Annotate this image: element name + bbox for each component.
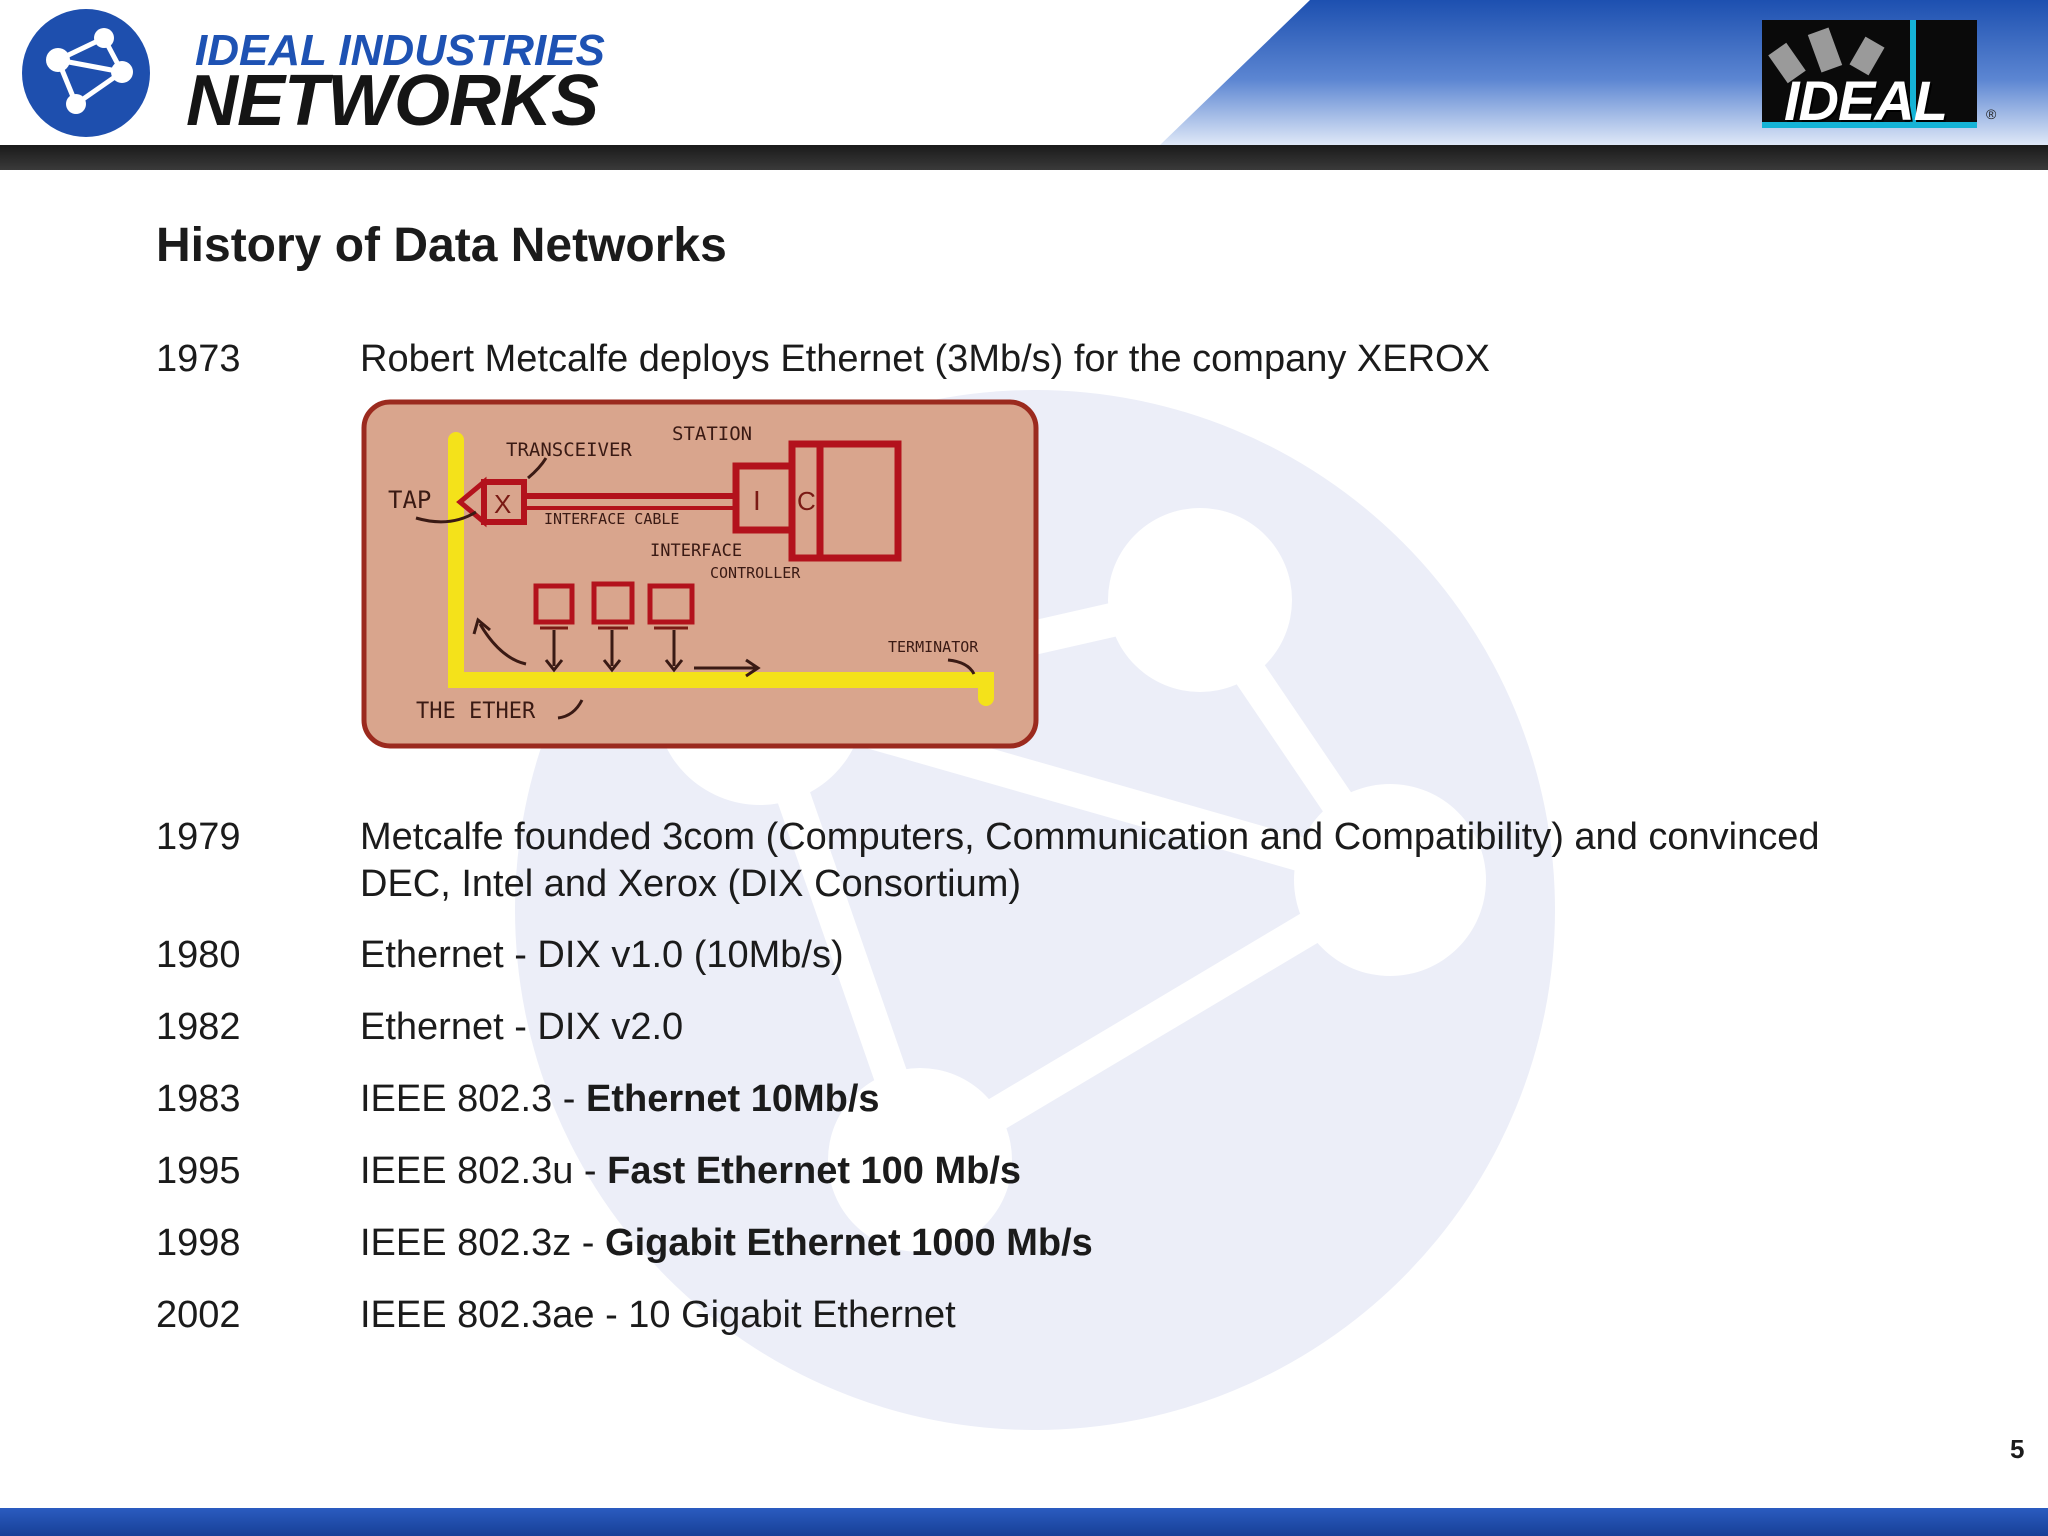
timeline-description-bold: Fast Ethernet 100 Mb/s: [607, 1150, 1022, 1192]
station-label: STATION: [672, 423, 752, 445]
ideal-badge-logo-icon: [1762, 20, 1977, 128]
timeline-year: 1983: [156, 1078, 241, 1120]
header-dark-bar: [0, 145, 2048, 170]
x-box-label: X: [494, 489, 511, 519]
terminator-label: TERMINATOR: [888, 638, 979, 656]
timeline-description: Ethernet - DIX v2.0: [360, 1004, 1960, 1051]
header: IDEAL INDUSTRIES NETWORKS IDEAL ®: [0, 0, 2048, 145]
timeline-year: 1995: [156, 1150, 241, 1192]
timeline-description: IEEE 802.3ae - 10 Gigabit Ethernet: [360, 1292, 1960, 1339]
transceiver-label: TRANSCEIVER: [506, 439, 632, 461]
i-box-label: I: [753, 485, 761, 516]
small-station-1: [533, 583, 575, 625]
brand-line-networks: NETWORKS: [186, 61, 599, 141]
ideal-networks-logo-icon: [22, 9, 150, 137]
small-station-3: [647, 583, 695, 625]
ether-cable: [448, 432, 994, 706]
footer-blue-bar: [0, 1508, 2048, 1536]
timeline-year: 1998: [156, 1222, 241, 1264]
timeline-description-text: Robert Metcalfe deploys Ethernet (3Mb/s)…: [360, 338, 1490, 380]
interface-cable-label: INTERFACE CABLE: [544, 510, 679, 528]
brand-line-ideal-industries: IDEAL INDUSTRIES: [195, 26, 605, 75]
the-ether-label: THE ETHER: [416, 699, 536, 724]
c-box-label: C: [797, 486, 816, 516]
timeline-description: Ethernet - DIX v1.0 (10Mb/s): [360, 932, 1960, 979]
timeline-description-text: IEEE 802.3ae - 10 Gigabit Ethernet: [360, 1294, 956, 1336]
timeline-description-text: IEEE 802.3 -: [360, 1078, 587, 1120]
timeline-description-bold: Ethernet 10Mb/s: [586, 1078, 880, 1120]
timeline-description: IEEE 802.3u - Fast Ethernet 100 Mb/s: [360, 1148, 1960, 1195]
timeline-description-text: Ethernet - DIX v1.0 (10Mb/s): [360, 934, 844, 976]
timeline-description-line2: DEC, Intel and Xerox (DIX Consortium): [360, 863, 1022, 905]
tap-label: TAP: [388, 486, 431, 514]
registered-mark: ®: [1986, 106, 1997, 122]
timeline-description: IEEE 802.3 - Ethernet 10Mb/s: [360, 1076, 1960, 1123]
page-title: History of Data Networks: [156, 219, 727, 272]
timeline-year: 1980: [156, 934, 241, 976]
interface-controller-label-2: CONTROLLER: [710, 564, 801, 582]
station-box: [816, 440, 902, 562]
timeline-description-text: IEEE 802.3z -: [360, 1222, 606, 1264]
timeline-year: 1982: [156, 1006, 241, 1048]
interface-controller-label-1: INTERFACE: [650, 541, 742, 561]
timeline-description: Robert Metcalfe deploys Ethernet (3Mb/s)…: [360, 336, 1960, 383]
ethernet-sketch-diagram: X I C TAP TRANSCEIVER STATION: [361, 399, 1039, 749]
ideal-badge-text: IDEAL: [1784, 69, 1948, 132]
diagram-paper: [361, 399, 1039, 749]
page-number: 5: [2010, 1434, 2025, 1464]
timeline-description-text: IEEE 802.3u -: [360, 1150, 608, 1192]
small-station-2: [591, 581, 635, 625]
timeline-description-text: Ethernet - DIX v2.0: [360, 1006, 684, 1048]
transceiver-box: [481, 479, 527, 525]
timeline-year: 1973: [156, 338, 241, 380]
timeline-description: IEEE 802.3z - Gigabit Ethernet 1000 Mb/s: [360, 1220, 1960, 1267]
timeline-description-text: Metcalfe founded 3com (Computers, Commun…: [360, 816, 1820, 858]
timeline-year: 2002: [156, 1294, 241, 1336]
timeline-description: Metcalfe founded 3com (Computers, Commun…: [360, 814, 1960, 908]
timeline-description-bold: Gigabit Ethernet 1000 Mb/s: [605, 1222, 1093, 1264]
timeline-year: 1979: [156, 816, 241, 858]
